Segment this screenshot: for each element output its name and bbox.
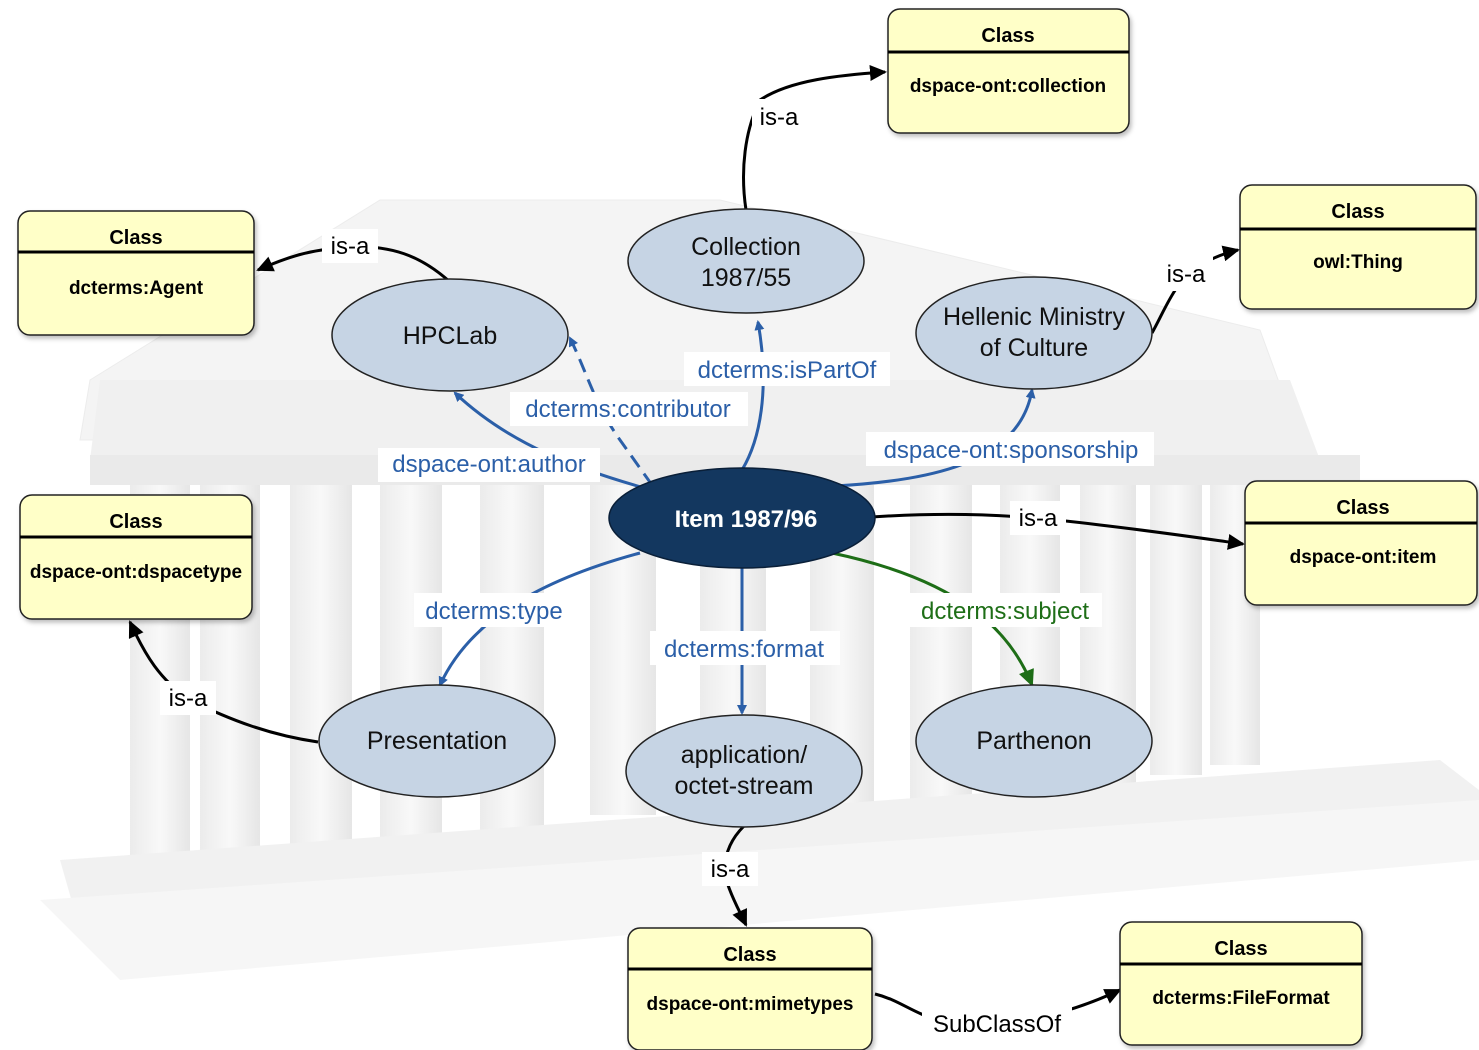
edge-label-format: dcterms:format [664,636,824,663]
class-agent-header: Class [109,227,162,249]
edge-label-isa-collection: is-a [760,104,799,131]
class-box-item [1244,480,1478,606]
instance-nodes: Collection 1987/55 HPCLab Hellenic Minis… [318,208,1153,828]
node-collection-line2: 1987/55 [701,264,791,292]
edge-contributor [568,336,654,486]
edge-label-type: dcterms:type [425,598,562,625]
edge-labels: dcterms:isPartOf dcterms:contributor dsp… [160,99,1213,1041]
edge-label-isa-agent: is-a [331,233,370,260]
edge-label-isa-item: is-a [1019,505,1058,532]
node-ministry: Hellenic Ministry of Culture [915,276,1153,390]
class-dspacetype-header: Class [109,511,162,533]
edges [128,65,1245,1025]
class-fileformat-name: dcterms:FileFormat [1152,988,1330,1009]
class-collection-header: Class [981,25,1034,47]
node-ministry-line1: Hellenic Ministry [943,303,1125,331]
center-item-label: Item 1987/96 [675,506,818,533]
node-hpclab: HPCLab [331,278,569,392]
edge-isPartOf [740,320,765,471]
node-collection: Collection 1987/55 [627,208,865,314]
class-boxes: Class dspace-ont:collection Class dcterm… [17,8,1478,1050]
class-collection-name: dspace-ont:collection [910,76,1106,97]
node-presentation-label: Presentation [367,727,507,755]
edge-label-isa-dspacetype: is-a [169,685,208,712]
class-fileformat-header: Class [1214,938,1267,960]
class-mimetypes-header: Class [723,944,776,966]
edge-isa-item [844,512,1245,550]
class-item-name: dspace-ont:item [1290,547,1437,568]
edge-label-author: dspace-ont:author [392,451,585,478]
class-box-collection [887,8,1130,134]
edge-label-sponsorship: dspace-ont:sponsorship [884,437,1139,464]
node-mimetype-line1: application/ [681,741,808,769]
node-center-item: Item 1987/96 [608,467,876,569]
class-dspacetype-name: dspace-ont:dspacetype [30,562,242,583]
class-thing-header: Class [1331,201,1384,223]
node-hpclab-label: HPCLab [403,322,498,350]
edge-label-contributor: dcterms:contributor [525,396,730,423]
node-ministry-line2: of Culture [980,334,1088,362]
class-box-fileformat [1119,921,1363,1046]
node-mimetype: application/ octet-stream [625,714,863,828]
node-parthenon-label: Parthenon [976,727,1091,755]
class-box-mimetypes [627,927,873,1050]
edge-label-subclassof: SubClassOf [933,1011,1061,1038]
node-mimetype-line2: octet-stream [675,772,814,800]
class-box-dspacetype [19,494,253,620]
node-presentation: Presentation [318,684,556,798]
class-mimetypes-name: dspace-ont:mimetypes [647,994,854,1015]
node-collection-line1: Collection [691,233,801,261]
class-box-thing [1239,184,1477,310]
class-agent-name: dcterms:Agent [69,278,204,299]
node-parthenon: Parthenon [915,684,1153,798]
edge-label-isPartOf: dcterms:isPartOf [698,357,877,384]
class-thing-name: owl:Thing [1313,252,1403,273]
edge-label-isa-mimetypes: is-a [711,856,750,883]
edge-label-isa-thing: is-a [1167,261,1206,288]
class-box-agent [17,210,255,336]
edge-label-subject: dcterms:subject [921,598,1089,625]
edge-isa-collection [742,65,887,211]
class-item-header: Class [1336,497,1389,519]
